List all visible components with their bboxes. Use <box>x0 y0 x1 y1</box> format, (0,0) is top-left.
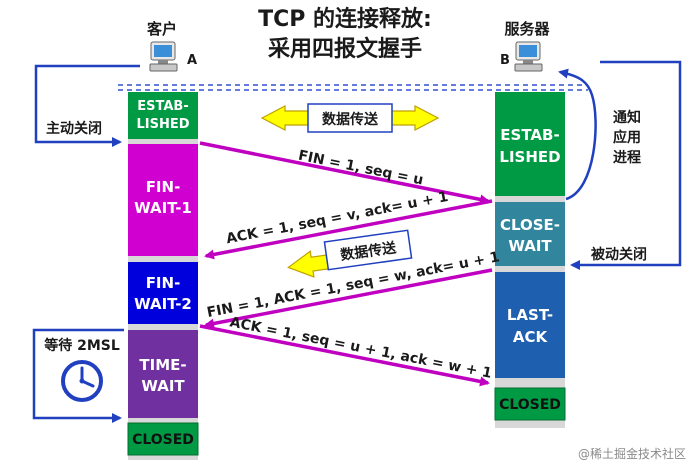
passive-close-flow-arrow <box>570 60 682 270</box>
watermark: @稀土掘金技术社区 <box>578 446 686 461</box>
title-line-2: 采用四报文握手 <box>268 36 422 62</box>
message-arrow-fin-1 <box>199 141 490 205</box>
svg-text:ESTAB-: ESTAB- <box>137 99 188 114</box>
message-arrow-ack-2 <box>199 324 490 387</box>
message-label-ack-2: ACK = 1, seq = u + 1, ack = w + 1 <box>228 314 493 382</box>
svg-text:FIN-: FIN- <box>146 274 181 292</box>
client-state-closed: CLOSED <box>127 422 199 456</box>
svg-text:LISHED: LISHED <box>499 148 560 166</box>
svg-text:FIN-: FIN- <box>146 178 181 196</box>
wait-2msl-flow-arrow <box>32 328 124 423</box>
title-line-1: TCP 的连接释放: <box>258 6 432 32</box>
notify-app-flow-arrow <box>558 68 597 201</box>
client-label: 客户 <box>146 20 177 38</box>
client-computer-icon <box>149 41 178 72</box>
svg-text:CLOSED: CLOSED <box>132 432 194 448</box>
server-state-last-ack: LAST- ACK <box>495 272 565 378</box>
svg-text:ESTAB-: ESTAB- <box>500 126 559 144</box>
svg-text:CLOSE-: CLOSE- <box>500 216 560 234</box>
active-close-label: 主动关闭 <box>46 120 102 137</box>
client-state-established: ESTAB- LISHED <box>128 92 198 139</box>
svg-text:WAIT-1: WAIT-1 <box>134 199 192 217</box>
notify-app-label-2: 应用 <box>613 129 641 146</box>
svg-text:WAIT-2: WAIT-2 <box>134 295 192 313</box>
svg-text:LISHED: LISHED <box>136 117 189 132</box>
notify-app-label-3: 进程 <box>613 150 641 166</box>
server-state-established: ESTAB- LISHED <box>495 92 565 196</box>
data-transfer-arrow-2: 数据传送 <box>287 229 413 278</box>
message-label-ack-1: ACK = 1, seq = v, ack= u + 1 <box>225 189 450 247</box>
client-state-fin-wait-1: FIN- WAIT-1 <box>128 144 198 256</box>
server-computer-icon <box>514 41 543 72</box>
svg-text:LAST-: LAST- <box>507 306 553 324</box>
notify-app-label-1: 通知 <box>613 109 641 126</box>
server-label: 服务器 <box>504 20 550 38</box>
client-state-time-wait: TIME- WAIT <box>128 330 198 418</box>
client-state-fin-wait-2: FIN- WAIT-2 <box>128 262 198 324</box>
active-close-flow-arrow <box>34 64 140 147</box>
svg-text:CLOSED: CLOSED <box>499 397 561 413</box>
server-letter: B <box>500 53 510 68</box>
passive-close-label: 被动关闭 <box>591 246 647 263</box>
svg-text:WAIT: WAIT <box>141 377 185 395</box>
svg-text:ACK: ACK <box>513 328 549 346</box>
svg-text:TIME-: TIME- <box>139 356 186 374</box>
server-state-close-wait: CLOSE- WAIT <box>495 202 565 266</box>
clock-icon <box>61 360 103 402</box>
message-arrow-fin-2 <box>204 268 493 329</box>
data-transfer-arrow-1: 数据传送 <box>260 103 440 133</box>
svg-text:WAIT: WAIT <box>508 237 552 255</box>
server-state-closed: CLOSED <box>494 387 566 421</box>
client-letter: A <box>187 53 197 68</box>
message-arrow-ack-1 <box>204 199 493 260</box>
data-transfer-label-1: 数据传送 <box>322 111 379 128</box>
wait-2msl-label: 等待 2MSL <box>44 337 120 354</box>
